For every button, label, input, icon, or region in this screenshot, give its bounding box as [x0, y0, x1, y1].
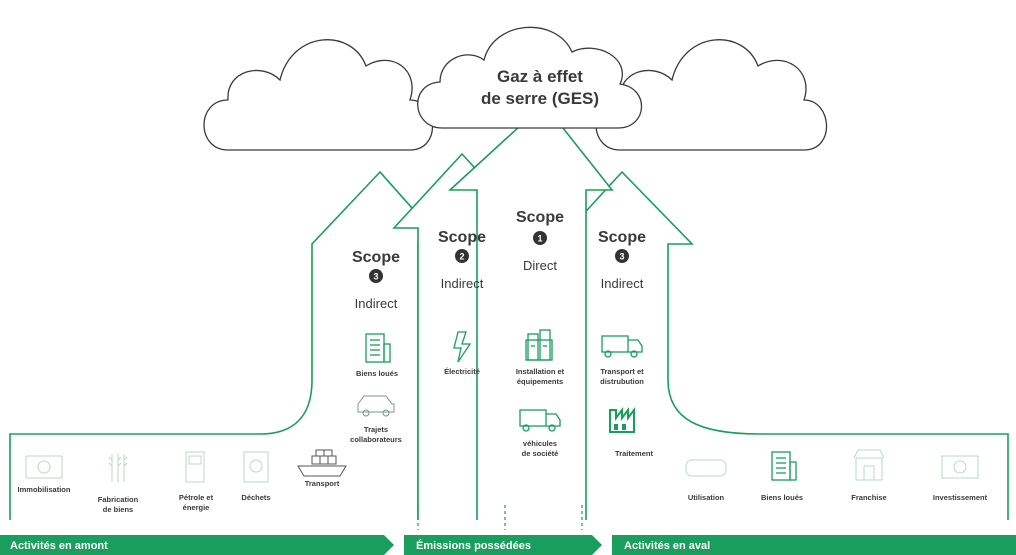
scope-subtitle: Indirect — [441, 276, 484, 291]
left-cloud — [203, 39, 434, 151]
truck-icon — [601, 335, 643, 358]
label-transport-dist-line2: distrubution — [600, 377, 644, 386]
scope-badge-number: 2 — [459, 252, 464, 262]
banner-possedees: Émissions possédées — [404, 535, 602, 555]
label-biens-loues-upstream: Biens loués — [356, 369, 398, 378]
banknote-icon — [941, 455, 979, 479]
label-utilisation: Utilisation — [688, 493, 725, 502]
scope-badge-number: 3 — [619, 252, 624, 262]
scope3-right-label: Scope 3 Indirect — [598, 229, 646, 291]
dashed-separators — [417, 505, 583, 530]
banner-amont-label: Activités en amont — [10, 540, 108, 552]
label-transport: Transport — [305, 479, 340, 488]
recycle-icon — [243, 451, 269, 483]
scope-title: Scope — [598, 229, 646, 246]
label-investissement: Investissement — [933, 493, 988, 502]
label-dechets: Déchets — [241, 493, 270, 502]
cargo-ship-icon — [297, 449, 347, 477]
label-electricite: Électricité — [444, 367, 480, 376]
cloud-title-line2: de serre (GES) — [481, 89, 599, 108]
label-trajets-line2: collaborateurs — [350, 435, 402, 444]
scope-badge — [455, 249, 469, 263]
scope-subtitle: Direct — [523, 258, 557, 273]
scope-badge — [533, 231, 547, 245]
wheat-icon — [108, 454, 128, 482]
banner-amont: Activités en amont — [0, 535, 394, 555]
scope-subtitle: Indirect — [355, 296, 398, 311]
scope-title: Scope — [352, 249, 400, 266]
label-biens-loues-downstream: Biens loués — [761, 493, 803, 502]
storefront-icon — [853, 449, 885, 481]
label-installation-line2: équipements — [517, 377, 563, 386]
label-installation-line1: Installation et — [516, 367, 565, 376]
scope3-left-arrow — [9, 170, 446, 520]
scope-title: Scope — [438, 229, 486, 246]
banner-possedees-label: Émissions possédées — [416, 539, 531, 552]
scope-badge-number: 1 — [537, 234, 542, 244]
label-traitement: Traitement — [615, 449, 653, 458]
scope-subtitle: Indirect — [601, 276, 644, 291]
treatment-factory-icon — [609, 407, 635, 433]
label-franchise: Franchise — [851, 493, 886, 502]
factory-icon — [525, 329, 553, 361]
scope-badge — [369, 269, 383, 283]
truck-icon — [519, 409, 561, 432]
cloud-title-line1: Gaz à effet — [497, 67, 583, 86]
fuel-pump-icon — [185, 451, 205, 483]
center-cloud: Gaz à effet de serre (GES) — [417, 26, 643, 129]
scope-title: Scope — [516, 209, 564, 226]
label-petrole-line2: énergie — [183, 503, 210, 512]
label-fabrication-line1: Fabrication — [98, 495, 139, 504]
banner-aval-label: Activités en aval — [624, 540, 710, 552]
label-petrole-line1: Pétrole et — [179, 493, 214, 502]
product-icon — [685, 459, 727, 477]
scope2-label: Scope 2 Indirect — [438, 229, 486, 291]
label-trajets-line1: Trajets — [364, 425, 388, 434]
label-transport-dist-line1: Transport et — [600, 367, 644, 376]
building-icon — [365, 333, 391, 363]
banner-aval: Activités en aval — [612, 535, 1016, 555]
label-fabrication-line2: de biens — [103, 505, 133, 514]
car-icon — [357, 395, 395, 417]
scope3-right-arrow — [554, 170, 1009, 520]
scope-badge-number: 3 — [373, 272, 378, 282]
scope3-left-label: Scope 3 Indirect — [352, 249, 400, 311]
label-vehicules-line2: de société — [522, 449, 559, 458]
building-icon — [771, 451, 797, 481]
lightning-icon — [453, 331, 472, 363]
scope-badge — [615, 249, 629, 263]
banknote-icon — [25, 455, 63, 479]
label-vehicules-line1: véhicules — [523, 439, 557, 448]
label-immobilisation: Immobilisation — [18, 485, 71, 494]
scope1-label: Scope 1 Direct — [516, 209, 564, 273]
